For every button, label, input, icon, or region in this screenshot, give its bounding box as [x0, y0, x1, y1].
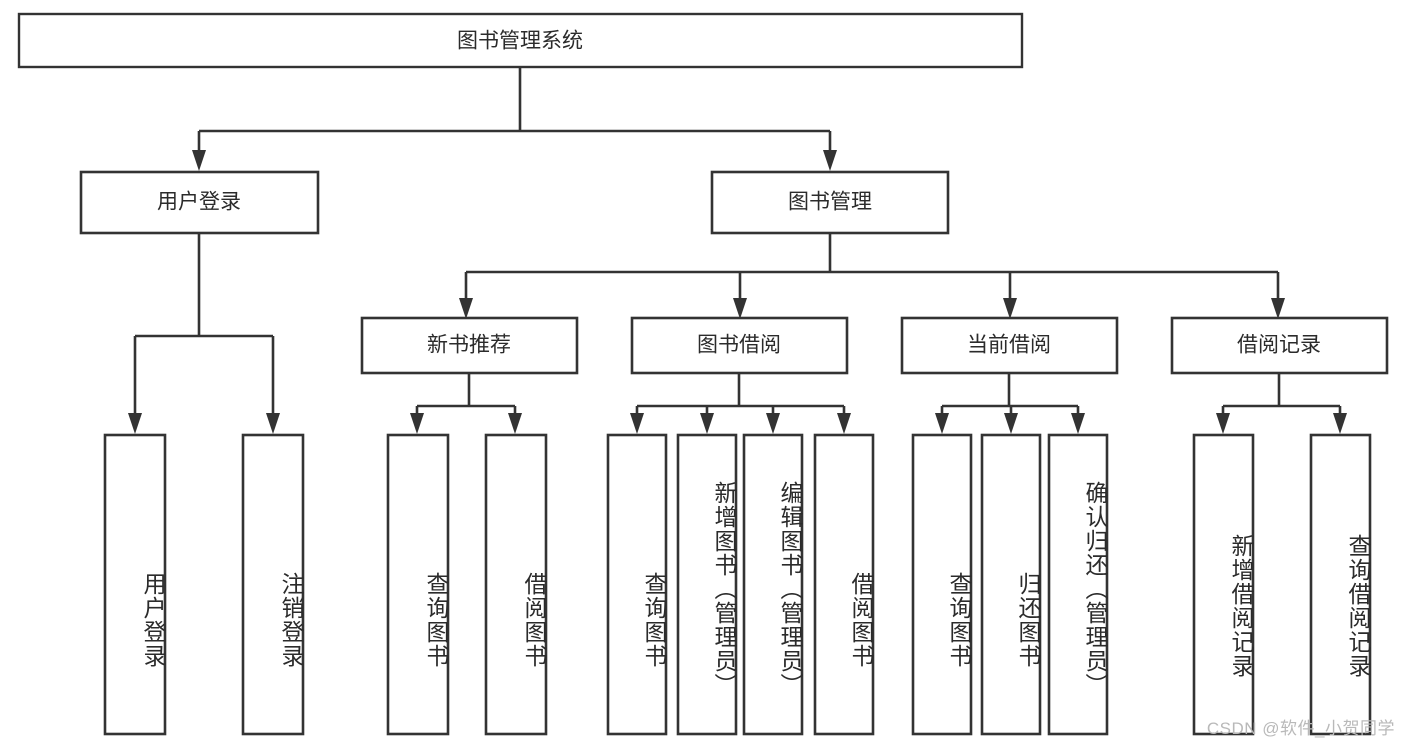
arrow-head-bb-leaf-3	[837, 413, 851, 434]
node-book-management-box[interactable]	[710, 170, 950, 235]
arrow-head-bb-leaf-0	[630, 413, 644, 434]
leaf-box-book-borrow-1[interactable]	[676, 433, 738, 736]
leaf-box-user-login-1[interactable]	[241, 433, 305, 736]
arrow-head-br-leaf-1	[1333, 413, 1347, 434]
node-root[interactable]: 图书管理系统	[17, 12, 1024, 69]
leaf-box-new-book-recommend-0[interactable]	[386, 433, 450, 736]
arrow-head-nbr-leaf-0	[410, 413, 424, 434]
connector-borrow-records-to-leaves	[1216, 373, 1347, 434]
arrow-head-cb-leaf-1	[1004, 413, 1018, 434]
node-new-book-recommend[interactable]: 新书推荐	[360, 316, 579, 375]
arrow-head-level1-1	[823, 150, 837, 171]
arrow-head-level2-0	[459, 298, 473, 319]
arrow-head-level2-1	[733, 298, 747, 319]
node-book-management-label: 图书管理	[788, 191, 872, 214]
node-current-borrow[interactable]: 当前借阅	[900, 316, 1119, 375]
leaf-box-book-borrow-3[interactable]	[813, 433, 875, 736]
node-current-borrow-box[interactable]	[900, 316, 1119, 375]
node-current-borrow-label: 当前借阅	[967, 334, 1051, 357]
node-borrow-records-label: 借阅记录	[1237, 334, 1321, 357]
arrow-head-level2-3	[1271, 298, 1285, 319]
node-borrow-records-box[interactable]	[1170, 316, 1389, 375]
connector-book-borrow-to-leaves	[630, 373, 851, 434]
leaf-box-current-borrow-2[interactable]	[1047, 433, 1109, 736]
arrow-head-nbr-leaf-1	[508, 413, 522, 434]
connector-root-to-level1	[192, 67, 837, 171]
node-borrow-records[interactable]: 借阅记录	[1170, 316, 1389, 375]
node-root-label: 图书管理系统	[457, 30, 583, 53]
connector-user-login-to-leaves	[128, 233, 280, 434]
node-new-book-recommend-box[interactable]	[360, 316, 579, 375]
connector-current-borrow-to-leaves	[935, 373, 1085, 434]
node-user-login[interactable]: 用户登录	[79, 170, 320, 235]
connector-new-book-recommend-to-leaves	[410, 373, 522, 434]
node-book-borrow-box[interactable]	[630, 316, 849, 375]
leaf-box-book-borrow-0[interactable]	[606, 433, 668, 736]
arrow-head-user-login-leaf-1	[266, 413, 280, 434]
node-new-book-recommend-label: 新书推荐	[427, 334, 511, 357]
leaf-box-book-borrow-2[interactable]	[742, 433, 804, 736]
arrow-head-level2-2	[1003, 298, 1017, 319]
arrow-head-bb-leaf-2	[766, 413, 780, 434]
leaf-box-borrow-records-0[interactable]	[1192, 433, 1255, 736]
leaf-box-current-borrow-1[interactable]	[980, 433, 1042, 736]
node-book-borrow[interactable]: 图书借阅	[630, 316, 849, 375]
node-book-management[interactable]: 图书管理	[710, 170, 950, 235]
arrow-head-br-leaf-0	[1216, 413, 1230, 434]
node-root-box[interactable]	[17, 12, 1024, 69]
leaf-box-current-borrow-0[interactable]	[911, 433, 973, 736]
leaf-box-borrow-records-1[interactable]	[1309, 433, 1372, 736]
arrow-head-cb-leaf-2	[1071, 413, 1085, 434]
arrow-head-user-login-leaf-0	[128, 413, 142, 434]
arrow-head-level1-0	[192, 150, 206, 171]
node-book-borrow-label: 图书借阅	[697, 334, 781, 357]
leaf-box-user-login-0[interactable]	[103, 433, 167, 736]
arrow-head-bb-leaf-1	[700, 413, 714, 434]
arrow-head-cb-leaf-0	[935, 413, 949, 434]
connector-book-management-to-level2	[459, 233, 1285, 319]
node-user-login-label: 用户登录	[157, 191, 241, 214]
watermark-text: CSDN @软件_小贺同学	[1206, 719, 1395, 738]
leaf-box-new-book-recommend-1[interactable]	[484, 433, 548, 736]
